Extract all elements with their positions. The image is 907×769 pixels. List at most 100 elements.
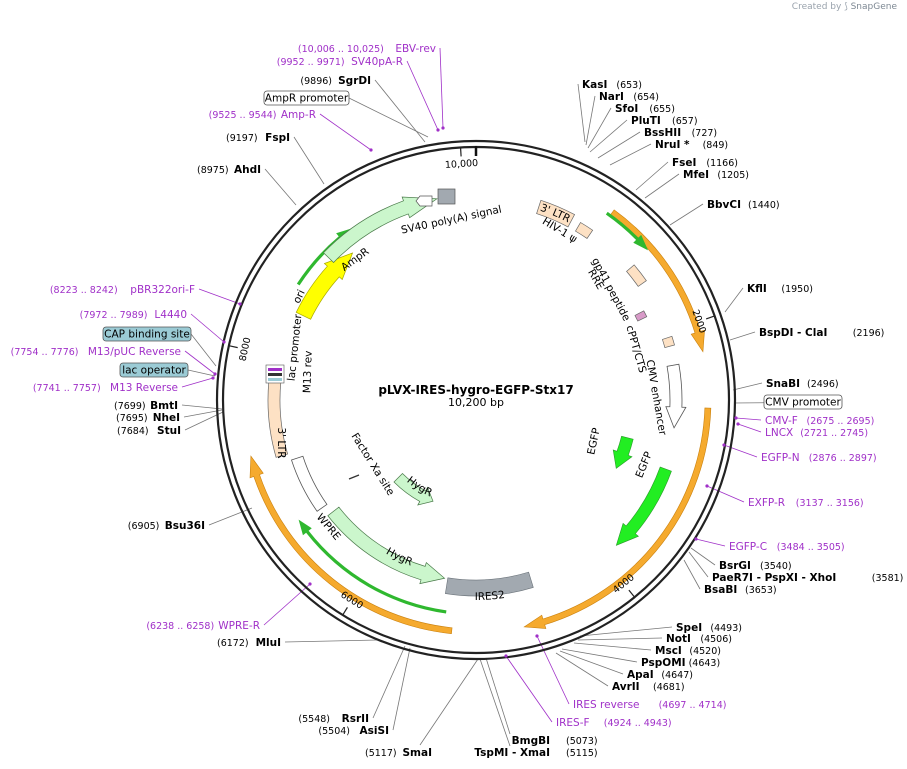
site-name: BssHII [644,127,681,139]
leader-line [406,60,439,131]
primer-label: M13/pUC Reverse(7754 .. 7776) [11,346,217,376]
leader-line [485,657,511,735]
leader-line [181,377,214,388]
primer-label: IRES reverse(4697 .. 4714) [535,634,726,711]
site-name: BmtI [150,400,178,412]
site-pos: (654) [633,92,659,103]
primer-label: pBR322ori-F(8223 .. 8242) [50,284,242,306]
restriction-site-label: PspOMI(4643) [641,657,720,669]
primer-label: SV40pA-R(9952 .. 9971) [277,56,440,132]
gp41-peptide-feature [634,310,648,322]
tick-mark [459,147,462,157]
site-pos: (655) [649,104,675,115]
site-pos: (2196) [853,328,885,339]
ltr-3-bottom-label: 3' LTR [275,427,287,458]
backbone-ring [215,139,737,661]
tick-mark [342,607,348,616]
site-name: MfeI [683,169,709,181]
primer-range: (2675 .. 2695) [807,416,875,427]
primer-label: EGFP-N (2876 .. 2897) [722,443,877,464]
primer-label: EBV-rev(10,006 .. 10,025) [298,43,445,130]
site-pos: (5117) [365,748,397,759]
leader-line [577,83,586,143]
site-pos: (849) [703,140,729,151]
leader-line [609,143,652,166]
factor-xa-site-mark [348,474,360,480]
restriction-site-label: NarI(654) [599,91,659,103]
primer-label: CMV-F (2675 .. 2695) [734,415,874,427]
site-pos: (4681) [653,682,685,693]
primer-range: (10,006 .. 10,025) [298,44,384,55]
restriction-site-label: RsrII(5548) [298,713,369,725]
leader-line [181,404,223,410]
site-pos: (4493) [710,623,742,634]
boxed-feature-label: CAP binding site [102,326,192,342]
restriction-site-label: SpeI (4493) [676,622,742,634]
box-label-text: lac operator [122,365,186,377]
primer-range: (2876 .. 2897) [809,453,877,464]
site-name: AhdI [234,164,261,176]
site-name: BsrGI [719,560,751,572]
leader-lines [181,47,843,747]
tick-label: 8000 [238,336,254,362]
primer-name: M13 Reverse [110,382,178,394]
site-name: AvrII [612,681,640,693]
primer-anchor-dot [504,654,508,658]
primer-range: (7972 .. 7989) [80,310,148,321]
leader-line [589,119,628,153]
primer-name: EGFP-N [761,452,800,464]
leader-line [555,652,609,687]
leader-line [577,637,663,641]
site-name: SmaI [403,747,433,759]
primer-anchor-dot [369,148,373,152]
primer-label: M13 Reverse(7741 .. 7757) [33,376,215,394]
backbone-outer-ring [215,139,737,661]
leader-line [348,97,429,138]
site-pos: (4520) [689,646,721,657]
ampr-feature [323,196,438,263]
leader-line [479,658,511,747]
label-box [263,90,350,106]
wpre-feature [290,455,328,512]
label-box [119,362,189,378]
rre-feature [626,264,647,287]
leader-line [635,161,669,191]
primer-range: (7754 .. 7776) [11,347,79,358]
restriction-site-label: NruI *(849) [655,139,728,151]
restriction-site-label: SgrDI(9896) [300,75,371,87]
primer-anchor-dot [211,376,215,380]
primer-anchor-dot [308,582,312,586]
primer-anchor-dot [736,422,740,426]
site-pos: (7695) [116,413,148,424]
site-pos: (1166) [706,158,738,169]
tick-mark [628,589,635,598]
m13-rev-label: M13 rev [301,350,314,393]
site-name: NotI [666,633,691,645]
orf-arrow [249,455,453,635]
leader-line [264,168,297,206]
restriction-site-label: MfeI (1205) [683,169,749,181]
site-pos: (5548) [298,714,330,725]
ltr-3-top-feature [536,199,576,228]
label-box [102,326,192,342]
restriction-site-label: MscI(4520) [655,645,721,657]
boxed-feature-label: lac operator [119,362,189,378]
site-pos: (3581) [872,573,904,584]
site-name: AsiSI [360,725,389,737]
site-name: SgrDI [338,75,371,87]
site-pos: (5073) [566,736,598,747]
primer-name: CMV-F [765,415,798,427]
center-info: pLVX-IRES-hygro-EGFP-Stx17 10,200 bp [378,383,573,409]
leader-line [573,642,652,651]
primer-name: IRES reverse [573,699,640,711]
ires2-feature [444,571,534,597]
site-pos: (1205) [717,170,749,181]
leader-line [737,423,762,433]
snapgene-credit: Created by ⟆ SnapGene [792,2,897,12]
primer-label: WPRE-R(6238 .. 6258) [146,582,312,632]
restriction-site-label: SnaBI(2496) [766,378,839,390]
cmv-enhancer-label: CMV enhancer [643,359,668,437]
primer-anchor-dot [734,416,738,420]
site-pos: (5115) [566,748,598,759]
site-name: SpeI [676,622,702,634]
